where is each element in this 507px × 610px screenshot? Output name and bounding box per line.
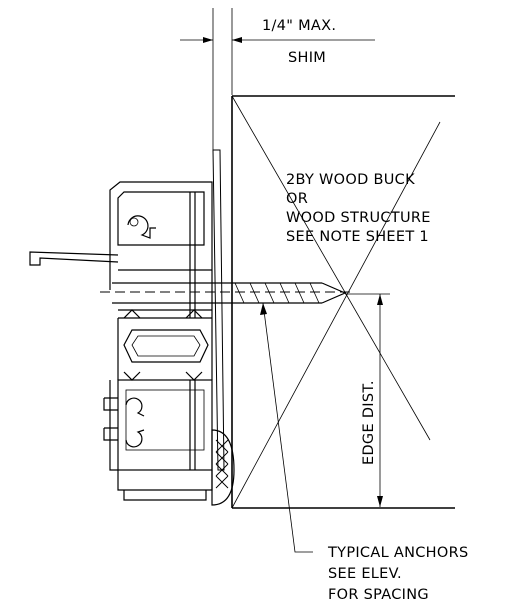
frame-extrusion bbox=[29, 181, 213, 501]
shim-label: SHIM bbox=[288, 50, 326, 66]
buck-note-line3: WOOD STRUCTURE bbox=[286, 210, 431, 226]
anchor-note-line3: FOR SPACING bbox=[328, 587, 429, 603]
shim-dimension: 1/4" MAX. SHIM bbox=[180, 8, 375, 471]
edge-distance-dimension: EDGE DIST. bbox=[345, 293, 390, 507]
buck-note-line2: OR bbox=[286, 191, 308, 207]
anchor-note-line1: TYPICAL ANCHORS bbox=[327, 545, 468, 561]
buck-note-line1: 2BY WOOD BUCK bbox=[286, 172, 415, 188]
shim-max-label: 1/4" MAX. bbox=[262, 18, 336, 34]
sealant-joint bbox=[211, 429, 235, 506]
anchor-note-line2: SEE ELEV. bbox=[328, 566, 402, 582]
edge-dist-label: EDGE DIST. bbox=[361, 380, 377, 465]
wood-buck: 2BY WOOD BUCK OR WOOD STRUCTURE SEE NOTE… bbox=[231, 95, 455, 509]
anchor-screw: TYPICAL ANCHORS SEE ELEV. FOR SPACING bbox=[100, 282, 468, 603]
buck-note-line4: SEE NOTE SHEET 1 bbox=[286, 229, 429, 245]
